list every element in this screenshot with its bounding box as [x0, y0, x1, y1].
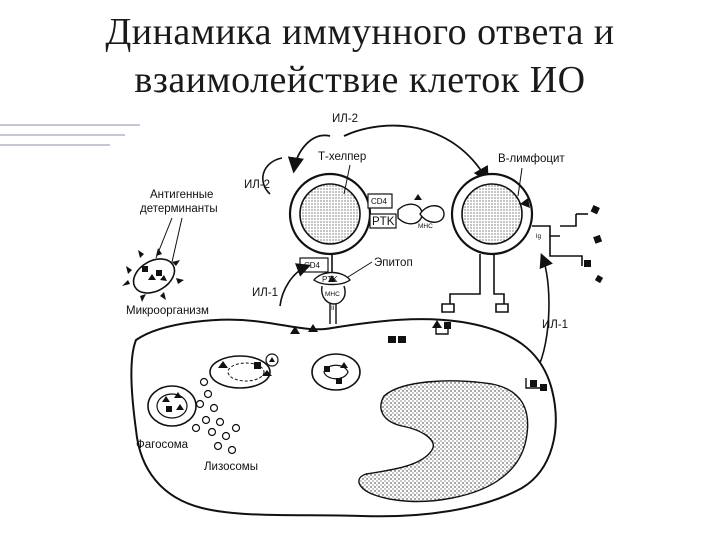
cd4-right-box: [367, 193, 393, 209]
t-helper-cell: [288, 172, 372, 256]
mhc-right-complex: [397, 194, 445, 225]
phagosome-label: Фагосома: [136, 439, 189, 451]
il2-top-arc-left: [287, 134, 331, 174]
il2-top-arrow: [343, 124, 489, 184]
microorganism: [122, 248, 184, 302]
lysosomes: [191, 377, 241, 455]
ptk-right-box: [369, 213, 397, 229]
il1-left-label: ИЛ-1: [252, 287, 278, 299]
immune-interaction-diagram: ИЛ-2 ИЛ-2 Т-хелпер CD4 PTK MHC В-лимфоци…: [122, 110, 606, 524]
processing-vesicle: [311, 353, 361, 391]
il1-left-arrow: [279, 263, 311, 307]
deco-line: [0, 124, 140, 126]
slide-title: Динамика иммунного ответа и взаимолейств…: [0, 8, 720, 104]
decorative-lines: [0, 124, 140, 164]
macrophage-nucleus: [358, 380, 529, 503]
il1-right-arrow: [536, 253, 553, 371]
t-helper-pointer: [343, 164, 351, 195]
il2-left-arrow: [262, 157, 283, 195]
macrophage-receptors: [435, 326, 542, 389]
ptk-right-label: PTK: [372, 216, 395, 228]
deco-line: [0, 144, 110, 146]
il1-right-label: ИЛ-1: [542, 319, 568, 331]
cd4-left-label: CD4: [304, 261, 321, 270]
il2-left-label: ИЛ-2: [244, 179, 270, 191]
b-cell-stalk: [441, 254, 509, 313]
title-line-1: Динамика иммунного ответа и: [105, 11, 615, 53]
title-line-2: взаимолействие клеток ИО: [134, 59, 586, 101]
b-lymphocyte-pointer: [517, 167, 523, 197]
mhc-bottom-class: II: [331, 305, 335, 312]
ig-receptor: [532, 213, 588, 266]
mhc-bottom-complex: PTK: [313, 271, 351, 324]
antigen-particles-right: [584, 205, 604, 284]
il2-top-label: ИЛ-2: [332, 113, 358, 125]
t-helper-label: Т-хелпер: [318, 151, 366, 163]
lysosomes-label: Лизосомы: [204, 461, 258, 473]
antigenic-determinants-label-2: детерминанты: [140, 203, 218, 215]
antigen-vesicle: [209, 353, 279, 389]
microorganism-label: Микроорганизм: [126, 305, 209, 317]
surface-antigens: [290, 320, 547, 391]
mhc-right-label: MHC: [418, 223, 433, 230]
ig-label: lg: [536, 233, 541, 240]
b-lymphocyte-label: В-лимфоцит: [498, 153, 565, 165]
epitope-label: Эпитоп: [374, 257, 413, 269]
mhc-bottom-label: MHC: [325, 291, 340, 298]
antigenic-determinants-label-1: Антигенные: [150, 189, 213, 201]
deco-line: [0, 134, 125, 136]
determinant-pointer: [171, 217, 183, 263]
phagosome: [147, 385, 197, 427]
cd4-right-label: CD4: [371, 197, 388, 206]
b-lymphocyte-cell: [450, 172, 534, 256]
